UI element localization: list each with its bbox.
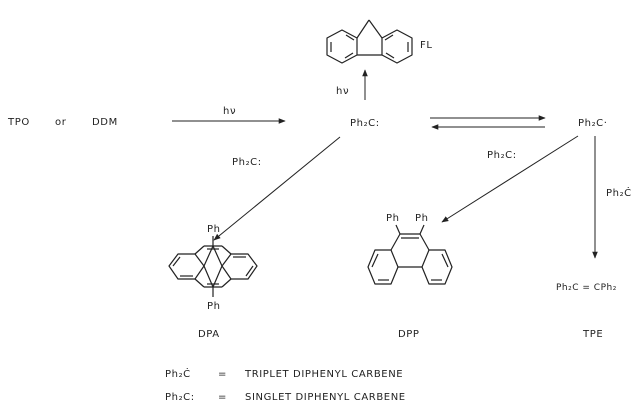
legend-triplet-eq: = (218, 369, 227, 380)
dpp-ph-left: Ph (386, 213, 400, 224)
singlet-carbene-label: Ph₂C: (350, 118, 380, 129)
legend-singlet-meaning: SINGLET DIPHENYL CARBENE (245, 392, 406, 403)
fl-label: FL (420, 40, 433, 51)
dpa-ph-top: Ph (207, 224, 221, 235)
tpo-label: TPO (7, 117, 30, 128)
dpa-structure (168, 236, 258, 297)
tpe-formula: Ph₂C = CPh₂ (556, 283, 617, 293)
ddm-label: DDM (92, 117, 118, 128)
singlet-reagent-dpa: Ph₂C: (232, 157, 262, 168)
singlet-reagent-dpp: Ph₂C: (487, 150, 517, 161)
legend-singlet-symbol: Ph₂C: (165, 392, 195, 403)
hv-main-label: hν (223, 106, 236, 117)
legend-singlet: Ph₂C: = SINGLET DIPHENYL CARBENE (165, 392, 406, 403)
hv-up-label: hν (336, 86, 349, 97)
arrow-to-dpp (441, 135, 579, 223)
legend-singlet-eq: = (218, 392, 227, 403)
triplet-reagent-tpe: Ph₂Ċ (606, 186, 632, 199)
triplet-carbene-label: Ph₂C· (578, 118, 608, 129)
or-label: or (55, 117, 67, 128)
tpe-label: TPE (582, 329, 603, 340)
dpp-structure (367, 224, 453, 285)
legend-triplet: Ph₂Ċ = TRIPLET DIPHENYL CARBENE (165, 367, 403, 380)
arrow-to-dpa (213, 136, 341, 241)
fluorene-structure (326, 19, 413, 64)
dpp-ph-right: Ph (415, 213, 429, 224)
dpa-label: DPA (198, 329, 220, 340)
legend-triplet-symbol: Ph₂Ċ (165, 367, 191, 380)
dpa-ph-bottom: Ph (207, 301, 221, 312)
legend-triplet-meaning: TRIPLET DIPHENYL CARBENE (244, 369, 403, 380)
dpp-label: DPP (398, 329, 420, 340)
